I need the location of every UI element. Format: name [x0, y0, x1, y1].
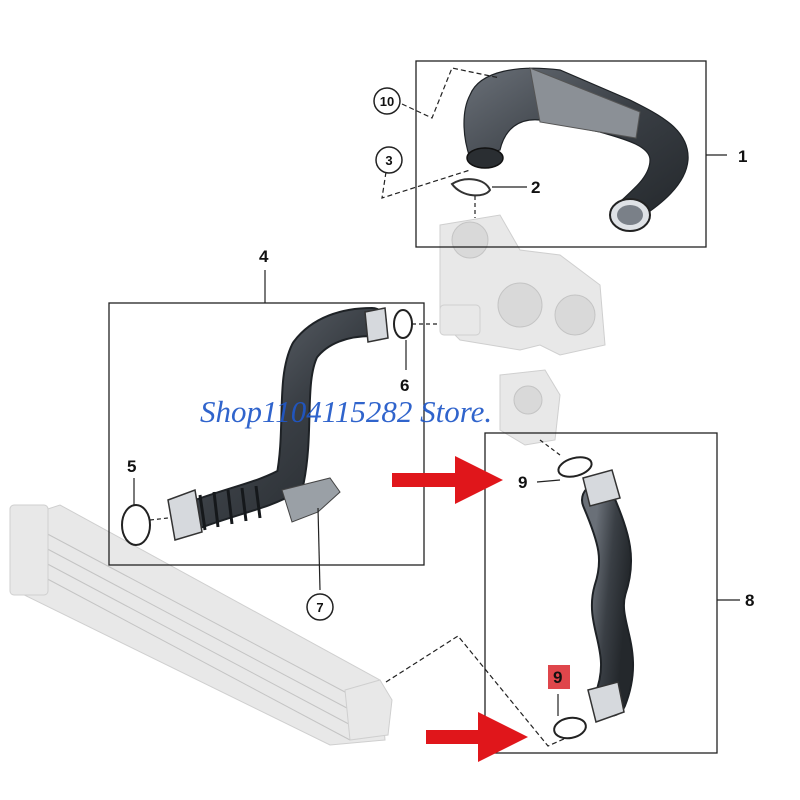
leader-lines-box-4	[133, 270, 440, 591]
leader-lines-box-1	[381, 67, 727, 218]
svg-text:5: 5	[127, 457, 136, 476]
throttle-ghost	[499, 369, 561, 446]
callout-9-bottom-highlight: 9	[548, 665, 570, 689]
part-group-box-1	[415, 60, 707, 248]
svg-text:9: 9	[553, 668, 562, 687]
red-arrow-upper	[392, 456, 503, 504]
svg-text:1: 1	[738, 147, 747, 166]
callout-6: 6	[400, 376, 409, 395]
o-ring-9-bottom	[553, 716, 587, 740]
turbocharger-ghost	[439, 214, 606, 356]
charge-pipe-8[interactable]	[581, 469, 635, 723]
svg-text:Shop1104115282 Store.: Shop1104115282 Store.	[200, 394, 492, 429]
intercooler-ghost	[9, 504, 393, 746]
leader-lines-box-8	[385, 439, 740, 747]
o-ring-6	[393, 309, 413, 339]
o-ring-5	[121, 504, 151, 546]
callout-2: 2	[531, 178, 540, 197]
svg-text:9: 9	[518, 473, 527, 492]
callout-10: 10	[373, 87, 401, 115]
callout-9-top: 9	[518, 473, 527, 492]
air-intake-pipe[interactable]	[463, 67, 689, 232]
svg-text:10: 10	[380, 94, 394, 109]
svg-text:2: 2	[531, 178, 540, 197]
svg-text:8: 8	[745, 591, 754, 610]
callout-3: 3	[375, 146, 403, 174]
clamp-2	[450, 178, 492, 197]
o-ring-9-top	[557, 456, 593, 478]
svg-text:4: 4	[259, 247, 269, 266]
callout-1: 1	[738, 147, 747, 166]
svg-text:7: 7	[316, 600, 323, 615]
callout-8: 8	[745, 591, 754, 610]
svg-text:6: 6	[400, 376, 409, 395]
svg-text:3: 3	[385, 153, 392, 168]
callout-7: 7	[306, 593, 334, 621]
red-arrow-lower	[426, 712, 528, 762]
callout-4: 4	[259, 247, 269, 266]
charge-pipe-4[interactable]	[167, 307, 389, 541]
store-watermark: Shop1104115282 Store.	[200, 394, 492, 429]
callout-5: 5	[127, 457, 136, 476]
part-group-box-8	[484, 432, 718, 754]
part-group-box-4	[108, 302, 425, 566]
